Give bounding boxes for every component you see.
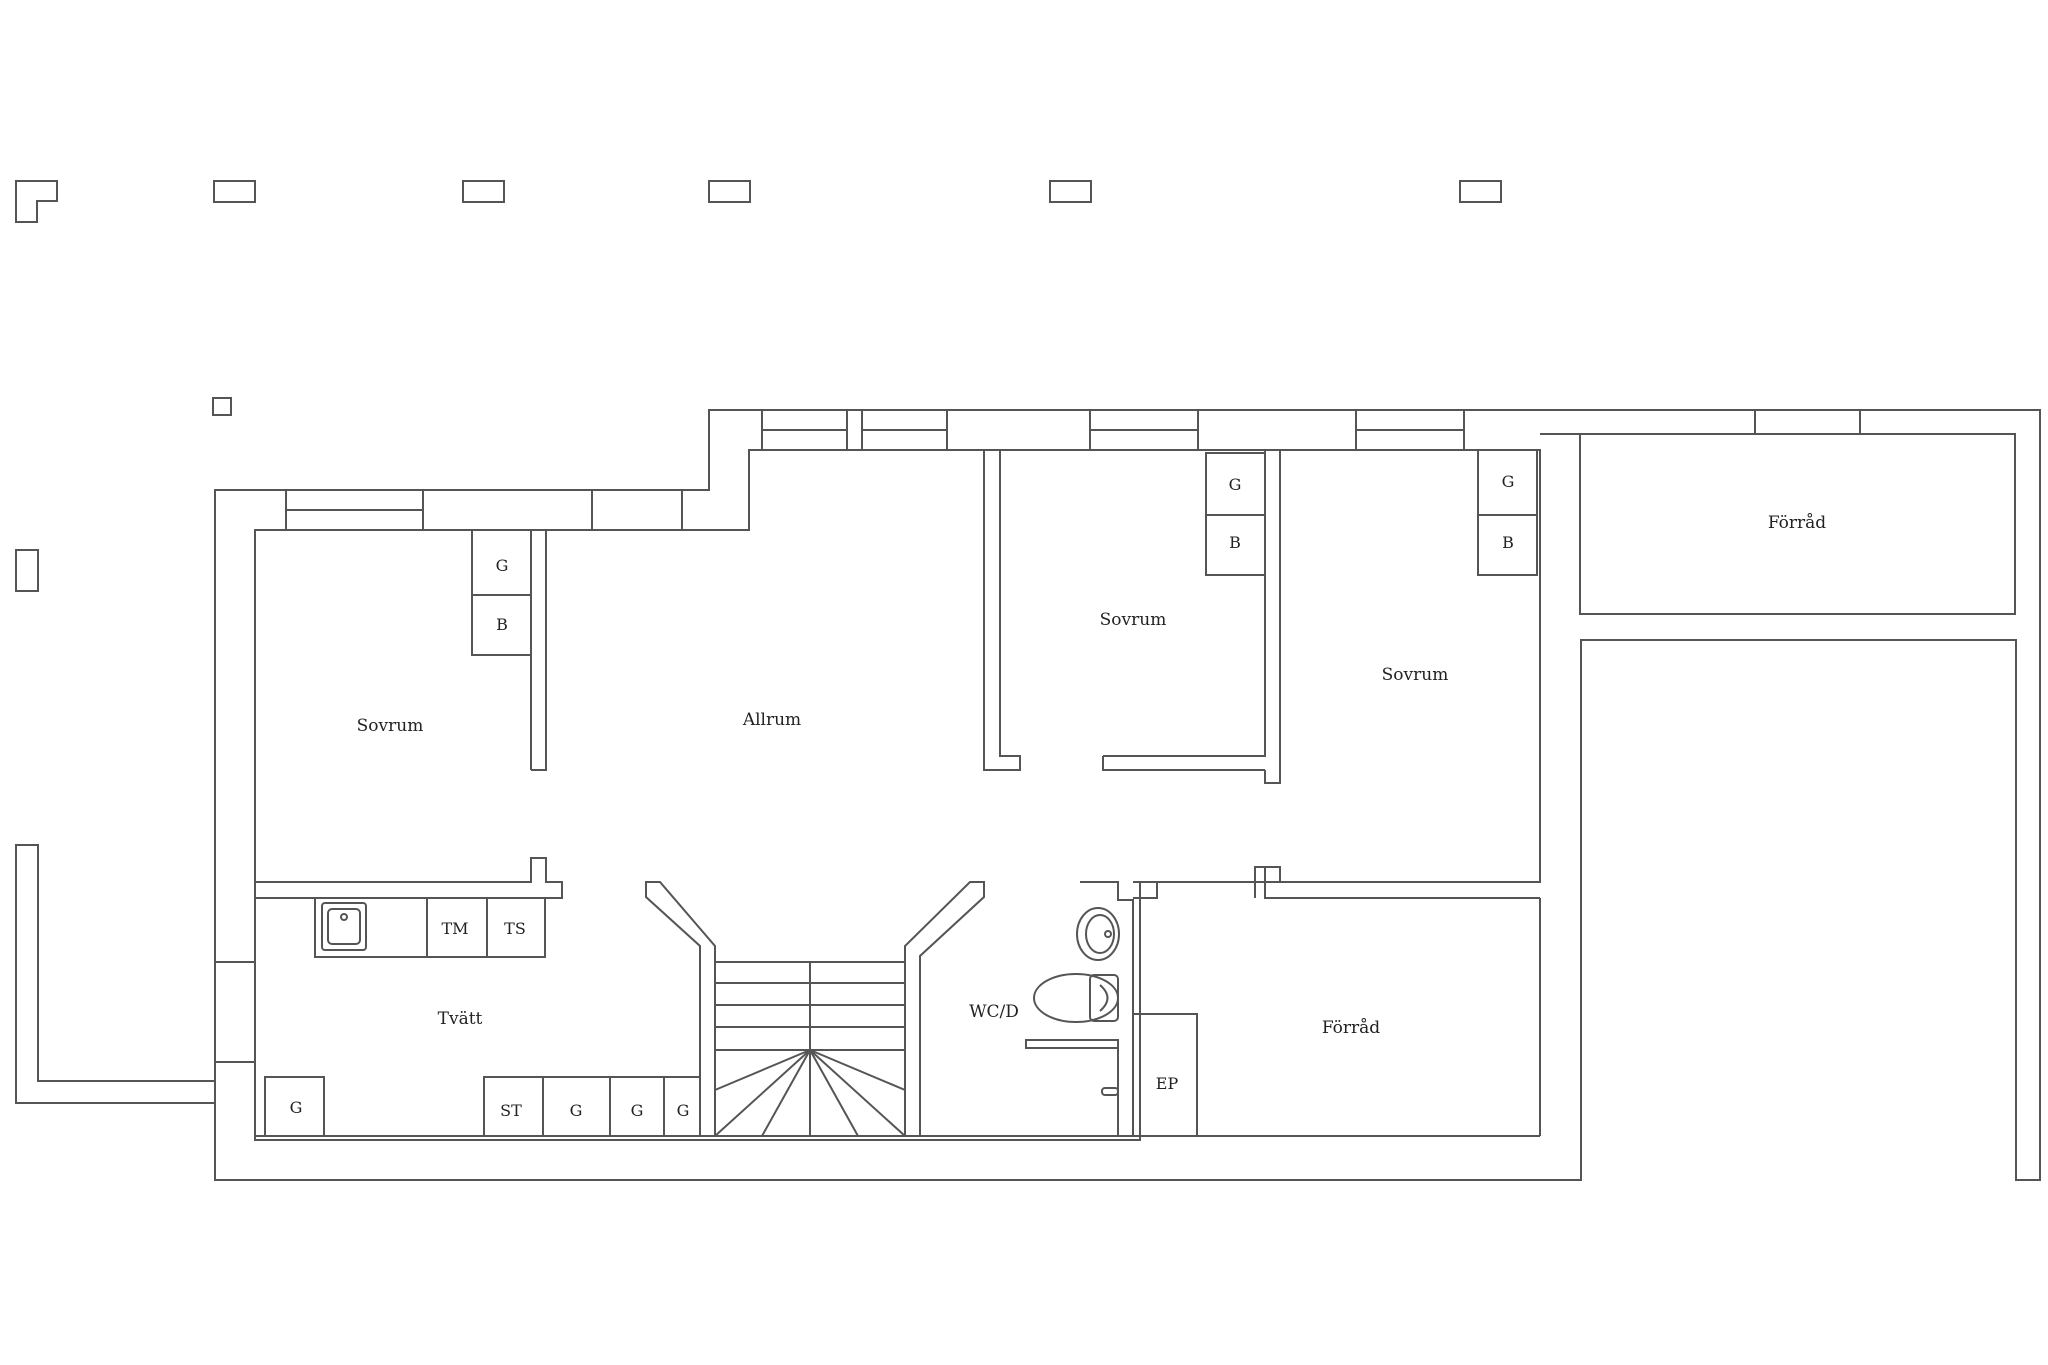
room-label-sovrum-1: Sovrum xyxy=(357,716,424,736)
room-label-forrad-top: Förråd xyxy=(1768,513,1826,533)
column xyxy=(1459,180,1502,203)
wardrobe xyxy=(1477,514,1538,576)
wc-wall xyxy=(1133,881,1158,899)
fixture-label: B xyxy=(496,615,508,634)
stair-wall-left xyxy=(645,881,716,1137)
sink-icon xyxy=(321,902,367,951)
wall-partition xyxy=(1254,866,1265,882)
fixture-label: G xyxy=(677,1101,690,1120)
fixture-label: TS xyxy=(504,919,526,938)
wall-partition xyxy=(1264,866,1540,899)
stair-winder xyxy=(809,1049,906,1137)
fixture-label: G xyxy=(1502,472,1515,491)
wall-partition xyxy=(255,857,563,899)
stair-wall-right xyxy=(904,881,985,1137)
fixture-label: G xyxy=(631,1101,644,1120)
fixture-label: G xyxy=(1229,475,1242,494)
column xyxy=(212,397,232,416)
washbasin-inner xyxy=(1085,914,1115,954)
laundry-counter xyxy=(314,897,546,958)
external-wall xyxy=(15,844,216,1104)
electrical-cabinet xyxy=(1132,1013,1198,1137)
wc-wall xyxy=(1025,1039,1119,1049)
washbasin-icon xyxy=(1076,907,1120,961)
column xyxy=(462,180,505,203)
column xyxy=(1049,180,1092,203)
wc-wall xyxy=(1080,881,1134,1137)
fixture-label: G xyxy=(290,1098,303,1117)
storage-room-top xyxy=(1579,433,2016,615)
stair-winder xyxy=(714,1049,811,1091)
stair-winder xyxy=(809,1049,859,1137)
wall-partition xyxy=(531,530,547,771)
wardrobe xyxy=(471,594,532,656)
fixture-label: G xyxy=(570,1101,583,1120)
wall-partition xyxy=(983,450,1021,771)
drain xyxy=(340,913,348,921)
fixture-label: EP xyxy=(1156,1074,1179,1093)
outer-wall-outer xyxy=(214,409,2041,1181)
room-label-sovrum-3: Sovrum xyxy=(1382,665,1449,685)
stair-winder xyxy=(809,1049,906,1091)
fixture-label: TM xyxy=(441,919,468,938)
fixture-label: G xyxy=(496,556,509,575)
fixture-label: B xyxy=(1502,533,1514,552)
room-label-sovrum-2: Sovrum xyxy=(1100,610,1167,630)
toilet-tank xyxy=(1089,974,1119,1022)
room-label-forrad-bottom: Förråd xyxy=(1322,1018,1380,1038)
toilet-seat xyxy=(1099,984,1109,1012)
wall-partition xyxy=(215,898,256,963)
fixture-label: ST xyxy=(500,1101,522,1120)
wall-partition xyxy=(1264,450,1281,784)
room-label-tvatt: Tvätt xyxy=(438,1009,483,1029)
room-label-wcd: WC/D xyxy=(969,1002,1019,1022)
column-corner xyxy=(15,180,58,223)
toilet-icon xyxy=(1033,973,1119,1023)
room-label-allrum: Allrum xyxy=(742,710,801,730)
wall-stub xyxy=(682,450,750,531)
column xyxy=(708,180,751,203)
paper-holder-icon xyxy=(1101,1087,1119,1096)
stair-winder xyxy=(761,1049,811,1137)
tap xyxy=(1104,930,1112,938)
wc-wall xyxy=(920,1048,1119,1137)
stair-winder xyxy=(714,1049,811,1137)
column xyxy=(213,180,256,203)
wardrobe xyxy=(1205,514,1266,576)
sink-basin xyxy=(327,908,361,945)
column xyxy=(15,549,39,592)
fixture-label: B xyxy=(1229,533,1241,552)
